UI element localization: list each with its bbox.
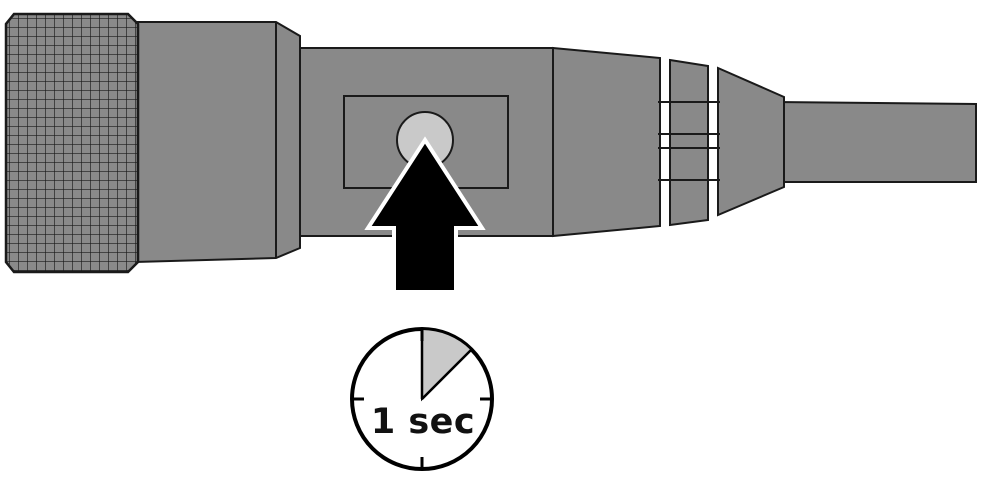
stopwatch-icon bbox=[350, 327, 494, 471]
press-arrow-icon bbox=[364, 136, 486, 294]
knurled-coupling-nut bbox=[4, 12, 140, 274]
cable bbox=[774, 100, 977, 183]
strain-relief bbox=[552, 46, 785, 238]
timer-label: 1 sec bbox=[370, 402, 476, 442]
